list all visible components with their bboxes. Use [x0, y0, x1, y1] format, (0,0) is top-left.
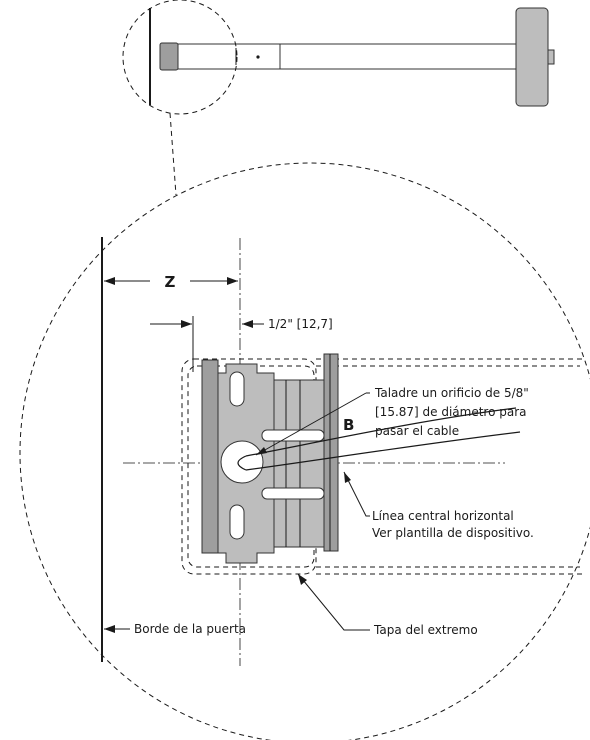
mounting-slot-bottom: [229, 504, 245, 540]
end-cap-label: Tapa del extremo: [373, 623, 478, 637]
drill-note-line3: pasar el cable: [375, 424, 459, 438]
door-edge-label: Borde de la puerta: [134, 622, 246, 636]
detail-leader: [169, 112, 177, 196]
offset-label: 1/2" [12,7]: [268, 317, 333, 331]
end-cap-leader: [297, 573, 370, 631]
mounting-bracket: [201, 353, 339, 564]
push-bar-left: [177, 43, 281, 70]
cable: [245, 407, 521, 471]
mounting-slot-top: [229, 371, 245, 407]
offset-dimension: [150, 316, 264, 372]
drill-note-line2: [15.87] de diámetro para: [375, 405, 527, 419]
b-label: B: [343, 416, 354, 434]
centerline-note-line1: Línea central horizontal: [372, 509, 514, 523]
drill-note-line1: Taladre un orificio de 5/8": [374, 386, 529, 400]
cable-hole: [220, 440, 264, 484]
centerline-note-line2: Ver plantilla de dispositivo.: [372, 526, 534, 540]
exit-device-overview: [149, 7, 555, 107]
mechanism-case: [515, 7, 549, 107]
detail-circle-large: [19, 162, 590, 740]
push-bar-right: [279, 43, 519, 70]
end-cap-top-view: [159, 42, 179, 71]
centerline-leader: [343, 471, 370, 517]
z-dimension: [104, 277, 238, 285]
z-label: Z: [165, 273, 176, 291]
drill-leader: [255, 392, 367, 456]
detail-circle-small: [122, 0, 238, 115]
end-cap-outline-left: [181, 358, 317, 575]
